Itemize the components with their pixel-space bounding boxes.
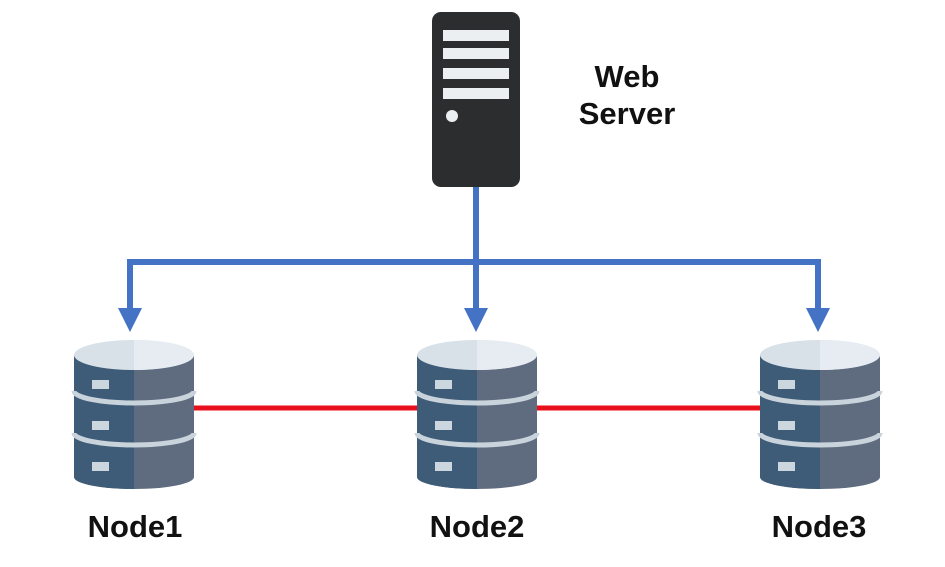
web-server-label: Web Server <box>560 58 694 132</box>
db-slot <box>778 421 795 430</box>
db-slot <box>778 462 795 471</box>
arrowhead-node1 <box>118 308 142 332</box>
server-slot <box>443 68 509 79</box>
arrowhead-node2 <box>464 308 488 332</box>
web-server-icon <box>432 12 520 187</box>
node3-database-icon <box>757 340 883 489</box>
server-slot <box>443 48 509 59</box>
connector-arrowheads <box>118 308 830 332</box>
node2-label: Node2 <box>429 509 525 544</box>
node2-database-icon <box>414 340 540 489</box>
server-slot <box>443 88 509 99</box>
db-slot <box>435 380 452 389</box>
node1-label: Node1 <box>87 509 183 544</box>
db-slot <box>92 421 109 430</box>
arrowhead-node3 <box>806 308 830 332</box>
node3-label: Node3 <box>771 509 867 544</box>
node1-database-icon <box>71 340 197 489</box>
web-server-label-line1: Web <box>594 59 660 94</box>
server-slot <box>443 30 509 41</box>
web-server-label-line2: Server <box>578 96 676 132</box>
db-slot <box>92 462 109 471</box>
db-slot <box>435 462 452 471</box>
db-slot <box>92 380 109 389</box>
db-slot <box>778 380 795 389</box>
server-power-light <box>446 110 458 122</box>
db-slot <box>435 421 452 430</box>
server-to-nodes-connectors <box>127 187 821 312</box>
